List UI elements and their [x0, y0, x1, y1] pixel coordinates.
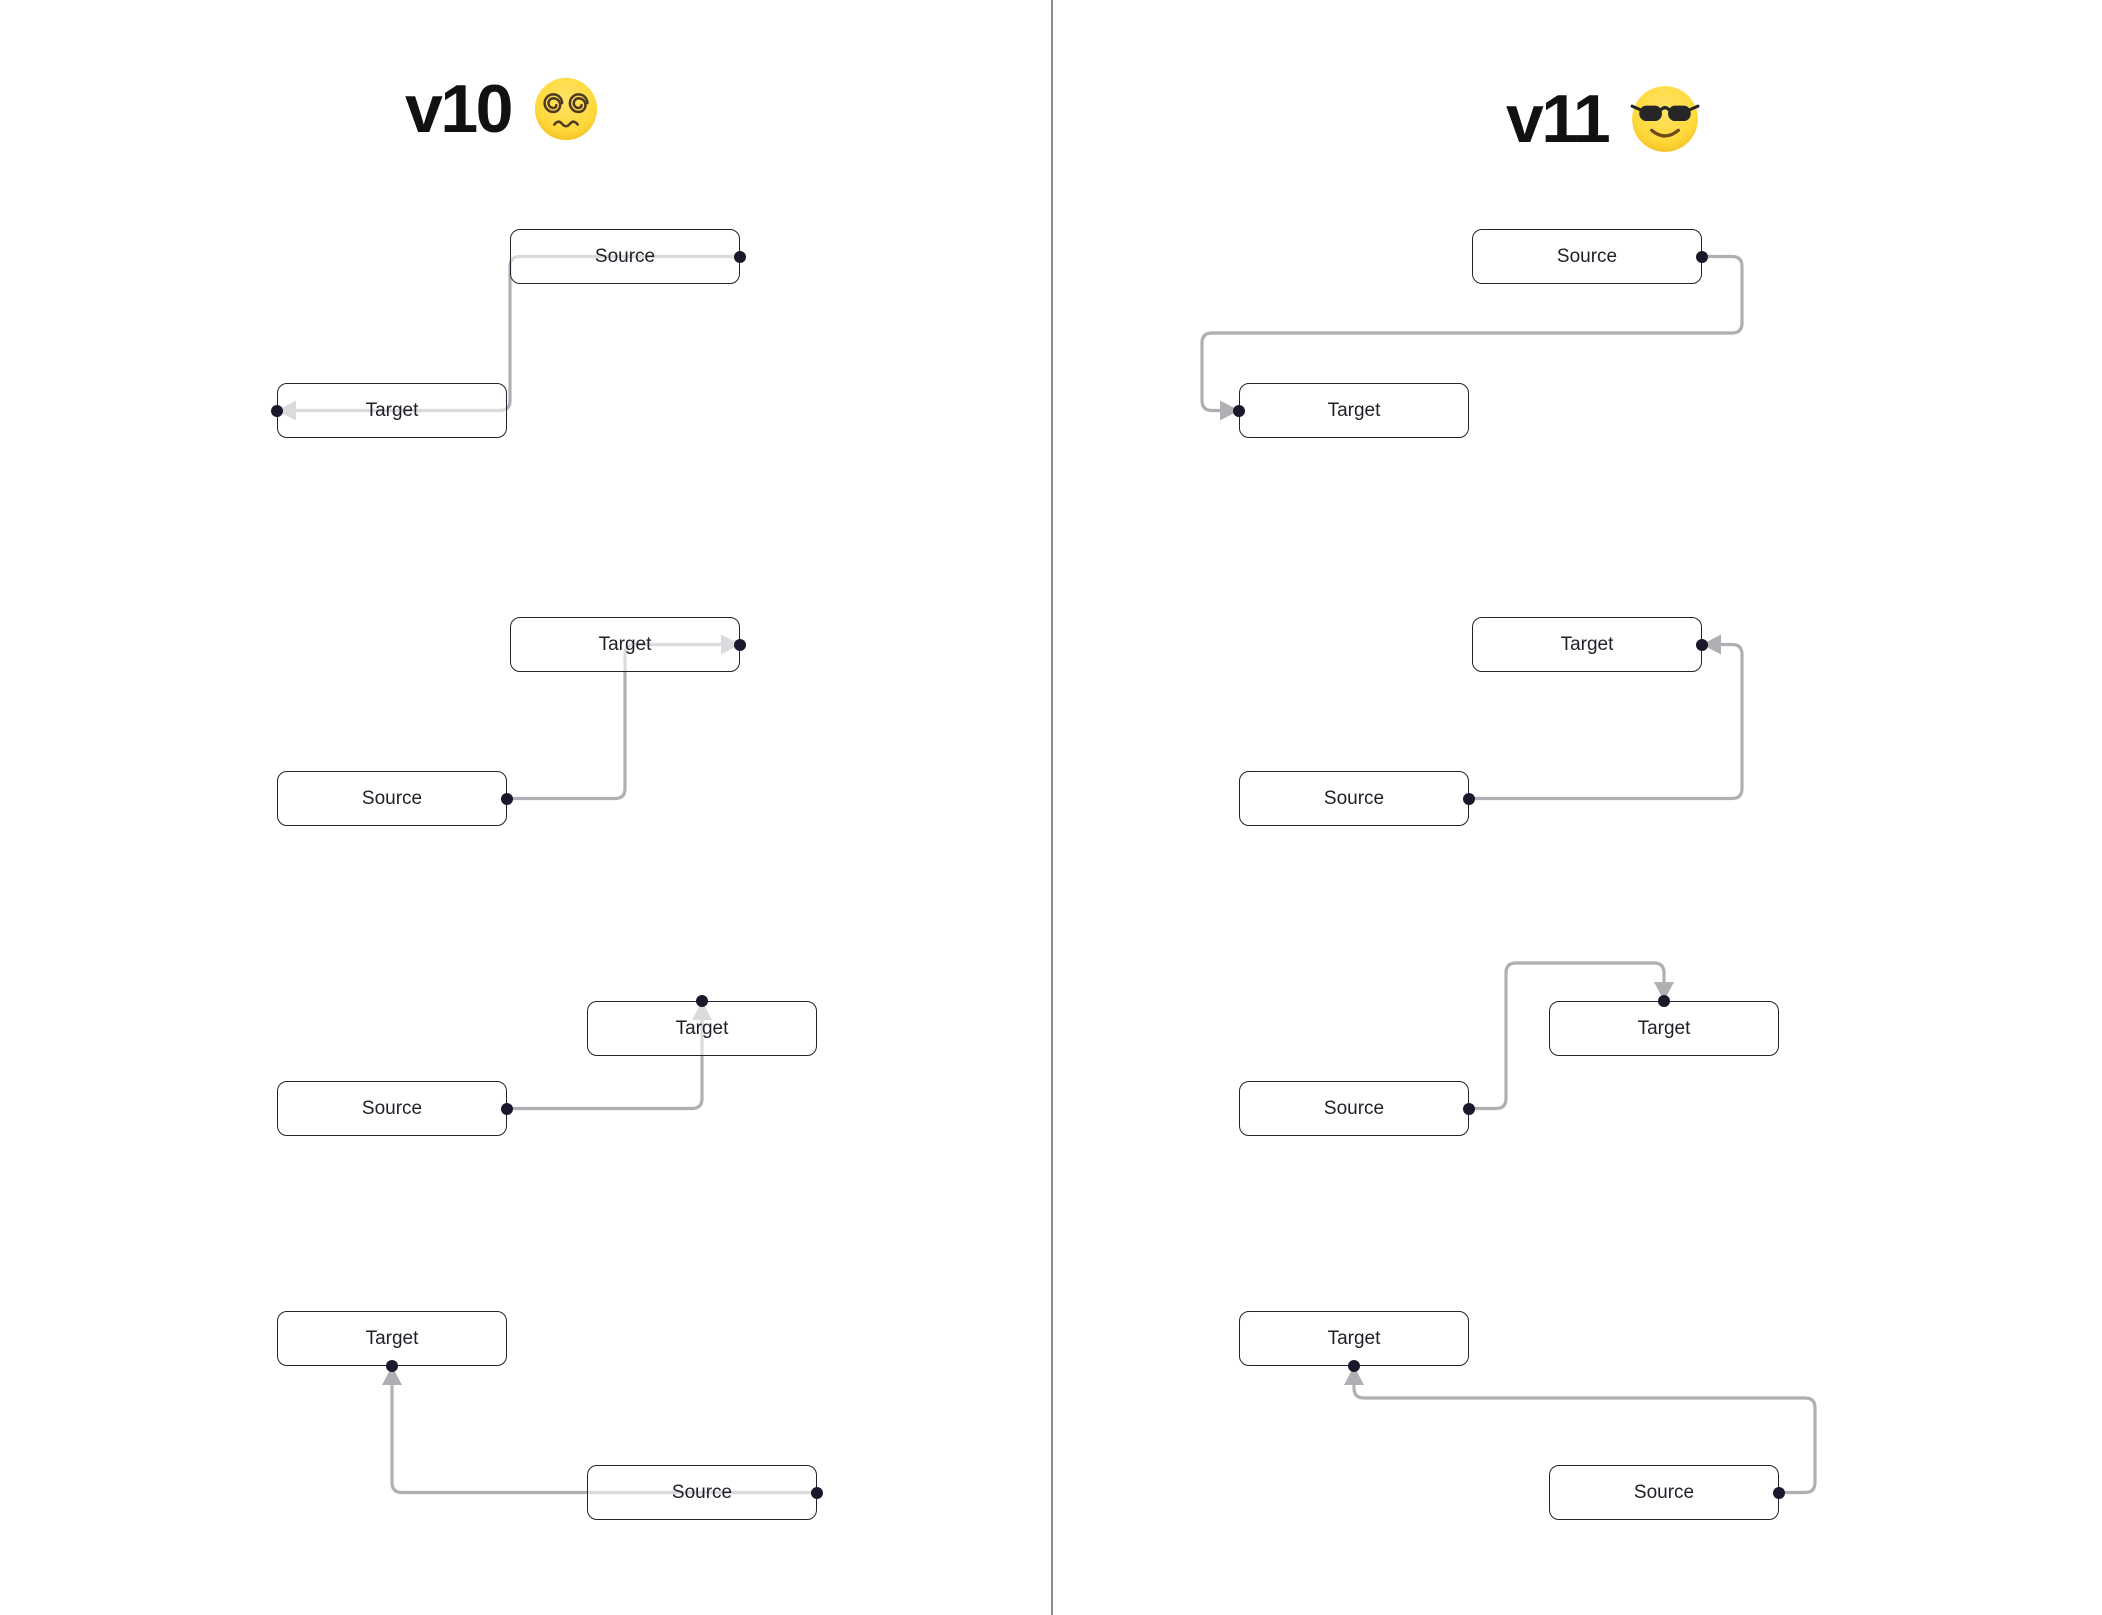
dizzy-face-icon [534, 77, 598, 141]
node-source[interactable]: Source [1472, 229, 1702, 284]
node-label: Source [361, 787, 423, 809]
handle-dot-top[interactable] [1658, 995, 1670, 1007]
node-source[interactable]: Source [1549, 1465, 1779, 1520]
node-source[interactable]: Source [277, 771, 507, 826]
node-label: Target [365, 399, 419, 421]
node-source[interactable]: Source [587, 1465, 817, 1520]
handle-dot-left[interactable] [1233, 404, 1245, 417]
node-label: Source [1323, 787, 1385, 809]
node-label: Target [1327, 399, 1381, 421]
node-source[interactable]: Source [277, 1081, 507, 1136]
node-target[interactable]: Target [510, 617, 740, 672]
node-label: Target [675, 1017, 729, 1039]
node-label: Source [361, 1097, 423, 1119]
node-label: Target [598, 633, 652, 655]
edge-path[interactable] [507, 1020, 704, 1111]
node-label: Target [365, 1327, 419, 1349]
node-target[interactable]: Target [1239, 383, 1469, 438]
handle-dot-right[interactable] [1463, 1102, 1475, 1115]
handle-dot-right[interactable] [1463, 792, 1475, 805]
edge-path[interactable] [1469, 961, 1666, 1111]
node-label: Target [1560, 633, 1614, 655]
panel-title-text: v11 [1506, 81, 1611, 157]
node-target[interactable]: Target [277, 1311, 507, 1366]
handle-dot-right[interactable] [734, 250, 746, 263]
handle-dot-right[interactable] [501, 792, 513, 805]
handle-dot-right[interactable] [734, 638, 746, 651]
node-label: Target [1327, 1327, 1381, 1349]
edge-path[interactable] [1200, 254, 1744, 413]
node-target[interactable]: Target [1239, 1311, 1469, 1366]
node-source[interactable]: Source [510, 229, 740, 284]
edge-path[interactable] [390, 1385, 817, 1495]
handle-dot-right[interactable] [1773, 1486, 1785, 1499]
handle-dot-left[interactable] [271, 404, 283, 417]
handle-dot-bottom[interactable] [1348, 1360, 1360, 1372]
panel-title-v10: v10 [405, 74, 601, 144]
panel-title-text: v10 [405, 71, 513, 147]
edge-path[interactable] [1352, 1385, 1817, 1495]
sunglasses-face-icon [1630, 86, 1700, 152]
node-label: Source [671, 1481, 733, 1503]
node-target[interactable]: Target [587, 1001, 817, 1056]
node-label: Source [1633, 1481, 1695, 1503]
node-source[interactable]: Source [1239, 771, 1469, 826]
node-target[interactable]: Target [1472, 617, 1702, 672]
handle-dot-right[interactable] [1696, 638, 1708, 651]
panel-title-v11: v11 [1506, 82, 1702, 156]
node-target[interactable]: Target [1549, 1001, 1779, 1056]
node-label: Source [594, 245, 656, 267]
node-label: Source [1556, 245, 1618, 267]
edge-path[interactable] [1469, 642, 1744, 801]
node-source[interactable]: Source [1239, 1081, 1469, 1136]
handle-dot-right[interactable] [1696, 250, 1708, 263]
node-label: Target [1637, 1017, 1691, 1039]
handle-dot-bottom[interactable] [386, 1360, 398, 1372]
handle-dot-right[interactable] [501, 1102, 513, 1115]
node-label: Source [1323, 1097, 1385, 1119]
handle-dot-top[interactable] [696, 995, 708, 1007]
panel-divider [1051, 0, 1053, 1615]
node-target[interactable]: Target [277, 383, 507, 438]
handle-dot-right[interactable] [811, 1486, 823, 1499]
